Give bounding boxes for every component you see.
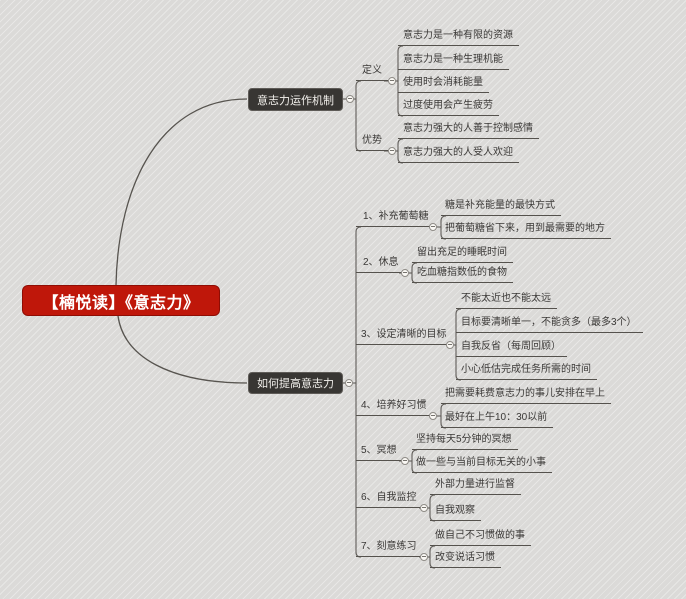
leaf-topic[interactable]: 糖是补充能量的最快方式 — [441, 199, 561, 216]
collapse-button[interactable] — [429, 223, 437, 231]
subtopic-definition[interactable]: 定义 — [356, 64, 388, 81]
leaf-topic[interactable]: 过度使用会产生疲劳 — [398, 99, 499, 116]
leaf-topic[interactable]: 做一些与当前目标无关的小事 — [412, 456, 552, 473]
collapse-button[interactable] — [401, 269, 409, 277]
leaf-topic[interactable]: 外部力量进行监督 — [430, 478, 521, 495]
leaf-topic[interactable]: 自我反省（每周回顾） — [456, 340, 567, 357]
collapse-button[interactable] — [388, 147, 396, 155]
leaf-topic[interactable]: 意志力强大的人受人欢迎 — [398, 146, 519, 163]
root-topic[interactable]: 【楠悦读】《意志力》 — [22, 285, 220, 316]
subtopic-4-good-habits[interactable]: 4、培养好习惯 — [356, 399, 433, 416]
leaf-topic[interactable]: 坚持每天5分钟的冥想 — [412, 433, 518, 450]
collapse-button[interactable] — [446, 341, 454, 349]
leaf-topic[interactable]: 留出充足的睡眠时间 — [412, 246, 513, 263]
leaf-topic[interactable]: 做自己不习惯做的事 — [430, 529, 531, 546]
subtopic-6-self-monitoring[interactable]: 6、自我监控 — [356, 491, 423, 508]
leaf-topic[interactable]: 意志力强大的人善于控制感情 — [398, 122, 539, 139]
subtopic-3-clear-goals[interactable]: 3、设定清晰的目标 — [356, 328, 453, 345]
leaf-topic[interactable]: 自我观察 — [430, 504, 481, 521]
leaf-topic[interactable]: 把葡萄糖省下来，用到最需要的地方 — [441, 222, 611, 239]
branch-node-willpower-mechanism[interactable]: 意志力运作机制 — [248, 88, 343, 111]
leaf-topic[interactable]: 最好在上午10：30以前 — [441, 411, 554, 428]
collapse-button[interactable] — [420, 504, 428, 512]
subtopic-7-deliberate-practice[interactable]: 7、刻意练习 — [356, 540, 423, 557]
collapse-button[interactable] — [388, 77, 396, 85]
leaf-topic[interactable]: 小心低估完成任务所需的时间 — [456, 363, 597, 380]
leaf-topic[interactable]: 使用时会消耗能量 — [398, 76, 489, 93]
leaf-topic[interactable]: 把需要耗费意志力的事儿安排在早上 — [441, 387, 611, 404]
branch-node-improve-willpower[interactable]: 如何提高意志力 — [248, 372, 343, 394]
collapse-button[interactable] — [346, 95, 354, 103]
collapse-button[interactable] — [345, 379, 353, 387]
subtopic-2-rest[interactable]: 2、休息 — [356, 256, 405, 273]
subtopic-advantage[interactable]: 优势 — [356, 134, 388, 151]
leaf-topic[interactable]: 目标要清晰单一，不能贪多（最多3个） — [456, 316, 643, 333]
leaf-topic[interactable]: 意志力是一种生理机能 — [398, 53, 509, 70]
leaf-topic[interactable]: 吃血糖指数低的食物 — [412, 266, 513, 283]
collapse-button[interactable] — [420, 553, 428, 561]
collapse-button[interactable] — [429, 412, 437, 420]
leaf-topic[interactable]: 改变说话习惯 — [430, 551, 501, 568]
leaf-topic[interactable]: 意志力是一种有限的资源 — [398, 29, 519, 46]
subtopic-1-glucose[interactable]: 1、补充葡萄糖 — [356, 210, 435, 227]
leaf-topic[interactable]: 不能太近也不能太远 — [456, 292, 557, 309]
subtopic-5-meditation[interactable]: 5、冥想 — [356, 444, 403, 461]
collapse-button[interactable] — [401, 457, 409, 465]
